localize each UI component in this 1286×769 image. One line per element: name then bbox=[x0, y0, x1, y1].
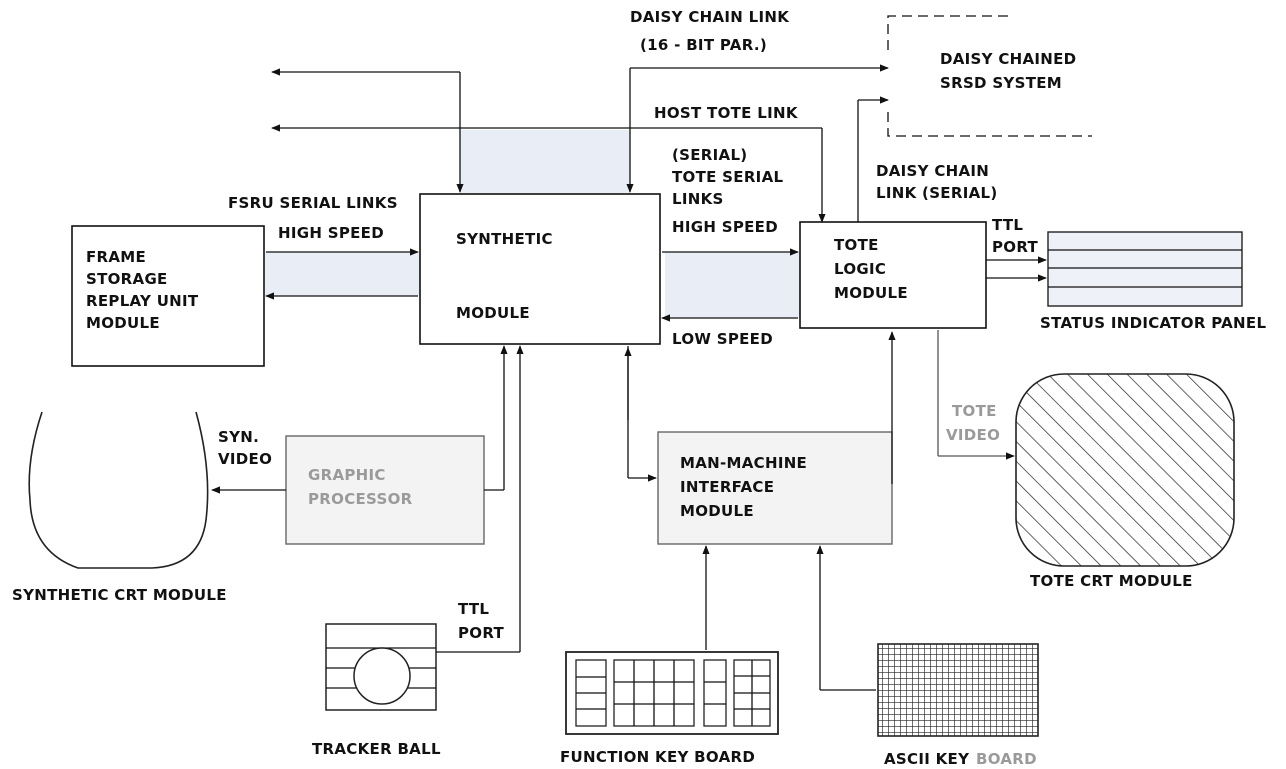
synthetic-module-label-2: MODULE bbox=[456, 304, 530, 322]
synthetic-crt-label: SYNTHETIC CRT MODULE bbox=[12, 586, 227, 604]
tote-logic-label-3: MODULE bbox=[834, 284, 908, 302]
tracker-ball-label: TRACKER BALL bbox=[312, 740, 441, 758]
syn-video-label-2: VIDEO bbox=[218, 450, 272, 468]
high-speed-right-label: HIGH SPEED bbox=[672, 218, 778, 236]
low-speed-label: LOW SPEED bbox=[672, 330, 773, 348]
tote-logic-label-2: LOGIC bbox=[834, 260, 886, 278]
ascii-board-label: BOARD bbox=[976, 750, 1037, 768]
tote-serial-label: TOTE SERIAL bbox=[672, 168, 783, 186]
graphic-processor-label-2: PROCESSOR bbox=[308, 490, 413, 508]
fsru-label-3: REPLAY UNIT bbox=[86, 292, 199, 310]
tote-serial-links bbox=[661, 248, 799, 322]
tracker-ball bbox=[325, 623, 437, 711]
daisy-chain-serial-label-1: DAISY CHAIN bbox=[876, 162, 989, 180]
ascii-keyboard bbox=[877, 643, 1039, 737]
mmi-label-2: INTERFACE bbox=[680, 478, 774, 496]
top-bus-lines bbox=[271, 64, 889, 223]
high-speed-left-label: HIGH SPEED bbox=[278, 224, 384, 242]
tote-crt-screen bbox=[1015, 373, 1235, 567]
status-indicator-panel bbox=[1047, 231, 1243, 307]
host-tote-link-label: HOST TOTE LINK bbox=[654, 104, 799, 122]
fsru-label-1: FRAME bbox=[86, 248, 146, 266]
ttl-port-right-label-2: PORT bbox=[992, 238, 1039, 256]
graphic-processor-label-1: GRAPHIC bbox=[308, 466, 386, 484]
daisy-chain-16bit-label: (16 - BIT PAR.) bbox=[640, 36, 767, 54]
srsd-label-2: SRSD SYSTEM bbox=[940, 74, 1062, 92]
ttl-port-lines bbox=[986, 256, 1047, 282]
daisy-chain-link-label: DAISY CHAIN LINK bbox=[630, 8, 790, 26]
synthetic-crt-screen bbox=[28, 411, 209, 569]
fsru-serial-links-label: FSRU SERIAL LINKS bbox=[228, 194, 398, 212]
fsru-label-2: STORAGE bbox=[86, 270, 168, 288]
tote-logic-label-1: TOTE bbox=[834, 236, 879, 254]
tote-video-label-2: VIDEO bbox=[946, 426, 1000, 444]
ttl-port-bottom-label-2: PORT bbox=[458, 624, 505, 642]
tote-logic-module-box bbox=[799, 221, 987, 329]
daisy-chain-serial-label-2: LINK (SERIAL) bbox=[876, 184, 998, 202]
fsru-label-4: MODULE bbox=[86, 314, 160, 332]
tote-video-label-1: TOTE bbox=[952, 402, 997, 420]
synthetic-module-label-1: SYNTHETIC bbox=[456, 230, 553, 248]
function-key-board-label: FUNCTION KEY BOARD bbox=[560, 748, 755, 766]
status-indicator-panel-label: STATUS INDICATOR PANEL bbox=[1040, 314, 1266, 332]
daisy-chained-srsd-box bbox=[887, 15, 1092, 137]
syn-video-label-1: SYN. bbox=[218, 428, 259, 446]
tote-link-band bbox=[665, 252, 800, 318]
synthetic-module-box bbox=[419, 193, 661, 345]
fsru-link-band bbox=[265, 252, 420, 296]
ttl-port-bottom-label-1: TTL bbox=[458, 600, 489, 618]
ttl-port-right-label-1: TTL bbox=[992, 216, 1023, 234]
fsru-serial-links bbox=[265, 248, 419, 300]
mmi-module-box bbox=[657, 431, 893, 545]
mmi-label-1: MAN-MACHINE bbox=[680, 454, 807, 472]
ascii-key-label: ASCII KEY bbox=[884, 750, 970, 768]
links-label: LINKS bbox=[672, 190, 724, 208]
fsru-module-box bbox=[71, 225, 265, 367]
top-link-band bbox=[460, 130, 630, 195]
tote-crt-label: TOTE CRT MODULE bbox=[1030, 572, 1193, 590]
function-keyboard bbox=[565, 651, 779, 735]
serial-label: (SERIAL) bbox=[672, 146, 747, 164]
srsd-label-1: DAISY CHAINED bbox=[940, 50, 1076, 68]
mmi-label-3: MODULE bbox=[680, 502, 754, 520]
